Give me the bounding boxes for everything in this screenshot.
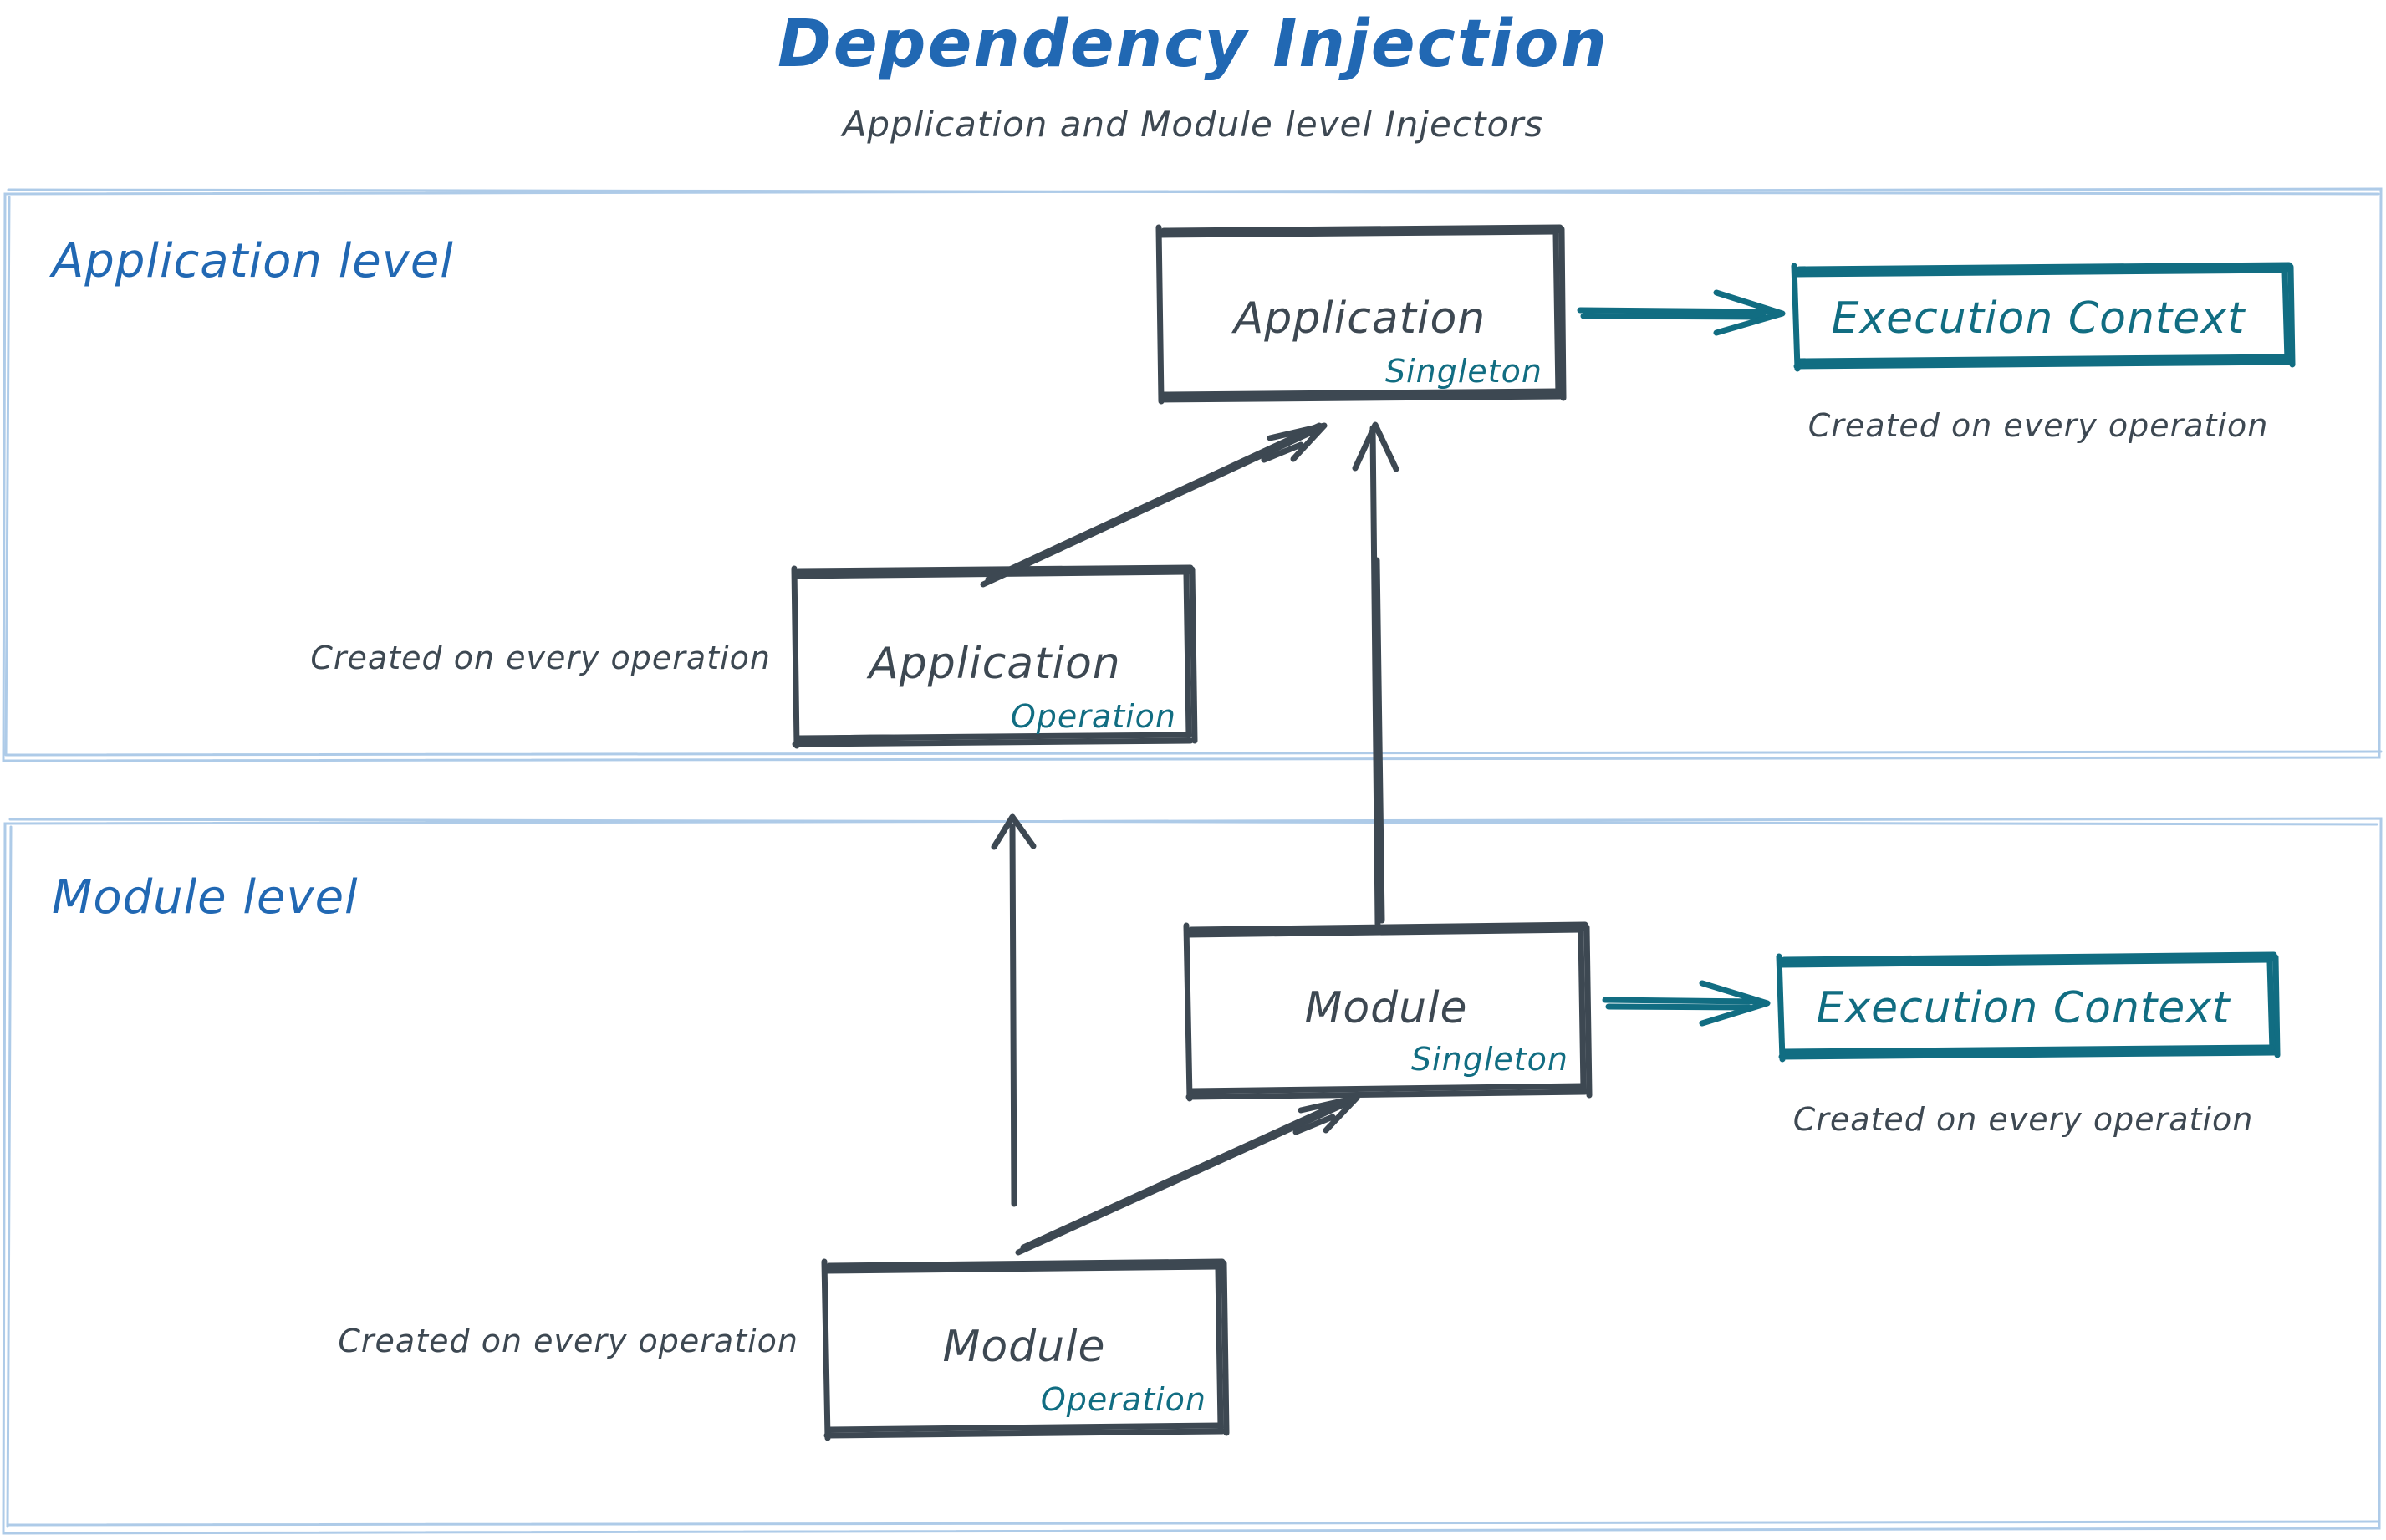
page-title: Dependency Injection — [777, 7, 1609, 82]
node-title-application-operation: Application — [869, 639, 1121, 689]
zone-label-application: Application level — [52, 234, 454, 288]
node-badge-module-singleton: Singleton — [1410, 1041, 1568, 1078]
edge-module-singleton-to-execution-context — [1602, 980, 1771, 1027]
execution-context-title-app: Execution Context — [1831, 293, 2246, 344]
node-badge-application-operation: Operation — [1010, 698, 1176, 735]
caption-application-operation: Created on every operation — [310, 640, 771, 676]
execution-context-title-mod: Execution Context — [1816, 983, 2231, 1033]
edge-module-operation-to-module-singleton — [1015, 1094, 1360, 1256]
caption-execution-context-app: Created on every operation — [1807, 407, 2269, 444]
node-title-module-operation: Module — [942, 1322, 1106, 1372]
zone-label-module: Module level — [52, 870, 359, 925]
node-title-module-singleton: Module — [1304, 983, 1468, 1033]
edge-app-singleton-to-execution-context — [1577, 289, 1786, 336]
edge-app-operation-to-app-singleton — [980, 422, 1328, 588]
node-badge-module-operation: Operation — [1040, 1381, 1206, 1418]
node-badge-application-singleton: Singleton — [1384, 353, 1542, 390]
caption-execution-context-mod: Created on every operation — [1792, 1101, 2254, 1138]
edge-module-operation-to-app-operation — [991, 813, 1037, 1207]
edge-module-singleton-to-app-singleton — [1352, 421, 1399, 927]
node-title-application-singleton: Application — [1233, 293, 1486, 344]
caption-module-operation: Created on every operation — [338, 1323, 798, 1359]
page-subtitle: Application and Module level Injectors — [842, 104, 1544, 145]
zone-module-border — [2, 817, 2383, 1535]
